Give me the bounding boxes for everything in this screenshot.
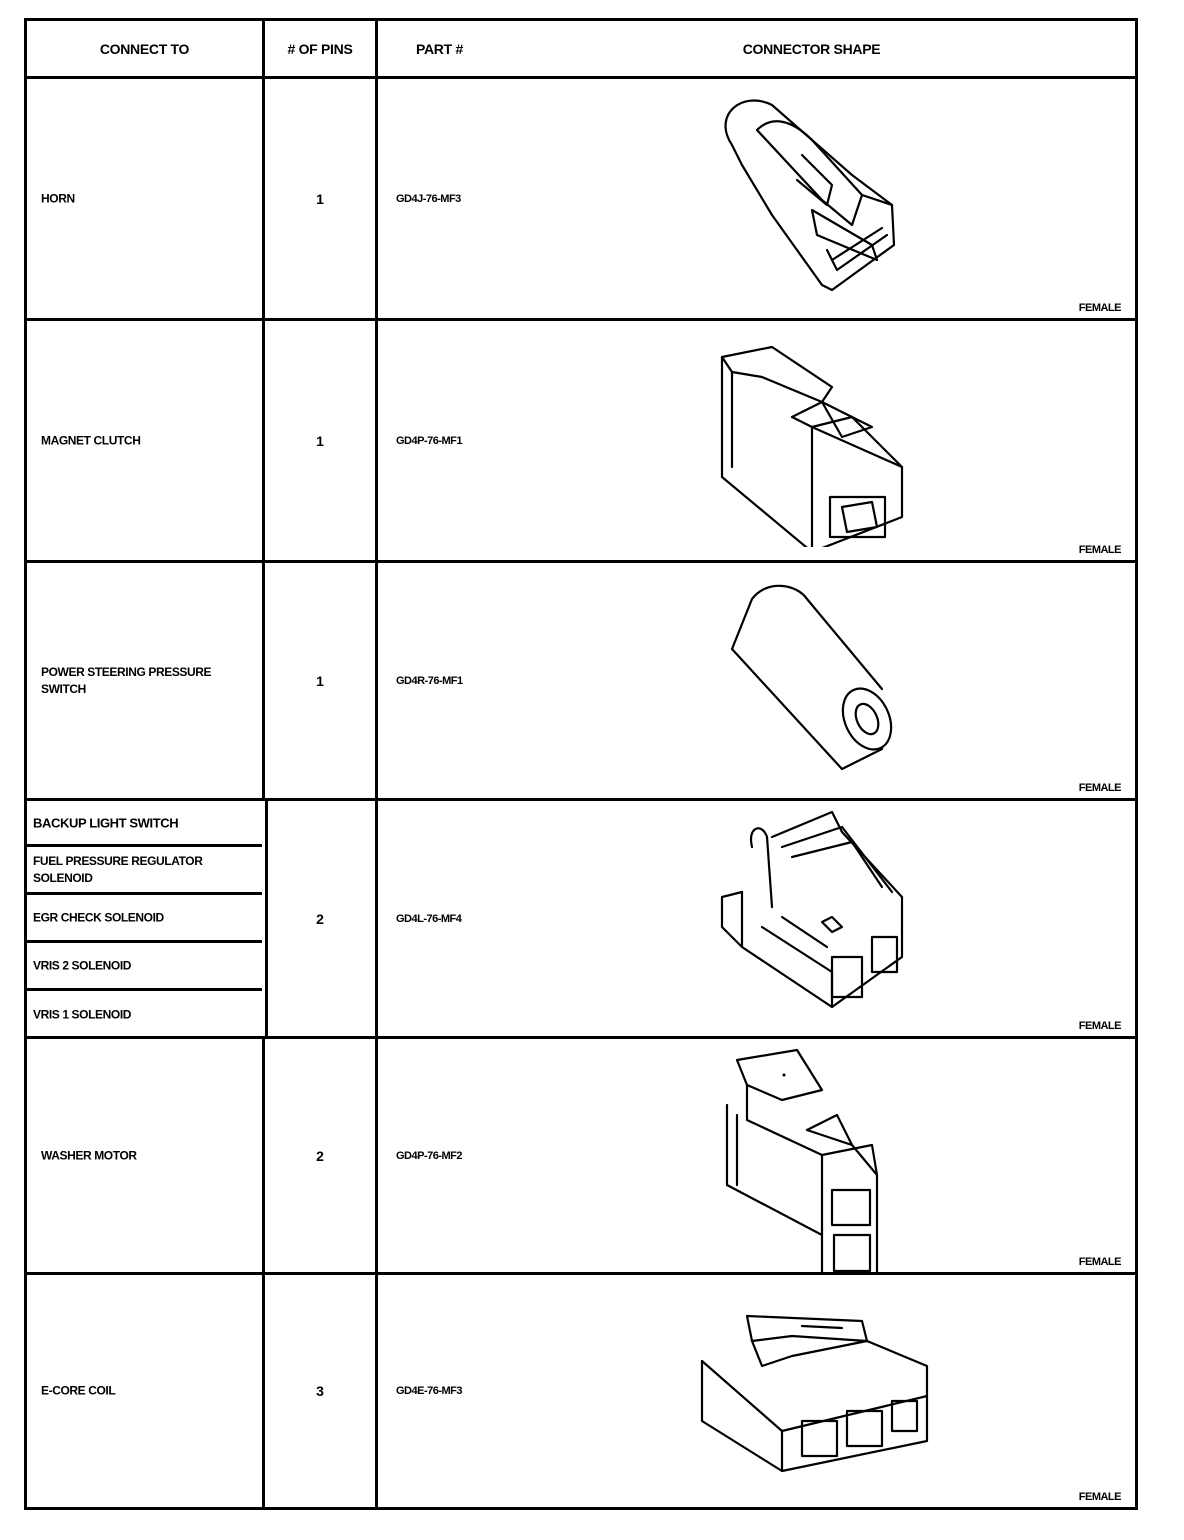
table-row: BACKUP LIGHT SWITCH FUEL PRESSURE REGULA… [27,801,1135,1039]
gender-label: FEMALE [1078,782,1122,794]
connect-to-label: FUEL PRESSURE REGULATOR SOLENOID [33,853,203,885]
pin-count: 1 [316,432,324,449]
pin-count: 2 [316,910,324,927]
gender-label: FEMALE [1078,1491,1122,1503]
list-item: BACKUP LIGHT SWITCH [27,801,262,847]
part-number: GD4E-76-MF3 [396,1385,463,1397]
list-item: FUEL PRESSURE REGULATOR SOLENOID [27,847,262,895]
part-number: GD4J-76-MF3 [396,192,461,205]
gender-label: FEMALE [1078,544,1122,556]
pin-count: 1 [316,190,324,207]
table-row: WASHER MOTOR 2 GD4P-76-MF2 FEMALE [27,1039,1135,1275]
list-item: VRIS 2 SOLENOID [27,943,262,991]
connect-to-label: WASHER MOTOR [41,1148,137,1162]
table-header: CONNECT TO # OF PINS PART # CONNECTOR SH… [27,21,1135,79]
pin-count: 1 [316,672,324,689]
cylindrical-1-pin-connector-icon [724,99,895,292]
connect-to-label: VRIS 2 SOLENOID [33,958,132,972]
connect-to-label: POWER STEERING PRESSURE SWITCH [41,664,212,696]
table-row: MAGNET CLUTCH 1 GD4P-76-MF1 FEMALE [27,321,1135,563]
part-number: GD4L-76-MF4 [396,912,462,925]
header-connect-to: CONNECT TO [27,21,265,76]
part-number: GD4R-76-MF1 [396,674,463,687]
gender-label: FEMALE [1078,1256,1122,1268]
table-row: POWER STEERING PRESSURE SWITCH 1 GD4R-76… [27,563,1135,801]
connect-to-label: E-CORE COIL [41,1383,116,1398]
gender-label: FEMALE [1078,1020,1122,1032]
gender-label: FEMALE [1078,302,1122,314]
header-pins: # OF PINS [265,21,378,76]
header-part: PART # [416,40,463,57]
list-item: EGR CHECK SOLENOID [27,895,262,943]
round-1-pin-connector-icon [730,584,892,771]
connector-table: CONNECT TO # OF PINS PART # CONNECTOR SH… [24,18,1138,1510]
header-shape: CONNECTOR SHAPE [742,40,881,57]
connect-to-label: BACKUP LIGHT SWITCH [33,815,179,830]
latched-2-pin-connector-icon [720,810,903,1009]
connect-to-label: MAGNET CLUTCH [41,433,141,447]
part-number: GD4P-76-MF1 [396,434,463,447]
pin-count: 3 [316,1383,324,1399]
flat-3-pin-connector-icon [700,1314,928,1473]
table-row: HORN 1 GD4J-76-MF3 FEMALE [27,79,1135,321]
list-item: VRIS 1 SOLENOID [27,991,262,1039]
connect-to-label: VRIS 1 SOLENOID [33,1007,132,1022]
connect-to-label: EGR CHECK SOLENOID [33,910,164,924]
table-row: E-CORE COIL 3 GD4E-76-MF3 FEMALE [27,1275,1135,1507]
part-number: GD4P-76-MF2 [396,1149,463,1162]
connect-to-label: HORN [41,191,75,205]
box-1-pin-connector-icon [720,345,903,547]
connect-to-list: BACKUP LIGHT SWITCH FUEL PRESSURE REGULA… [27,801,268,1036]
stacked-2-pin-connector-icon [725,1048,878,1275]
pin-count: 2 [316,1147,324,1164]
